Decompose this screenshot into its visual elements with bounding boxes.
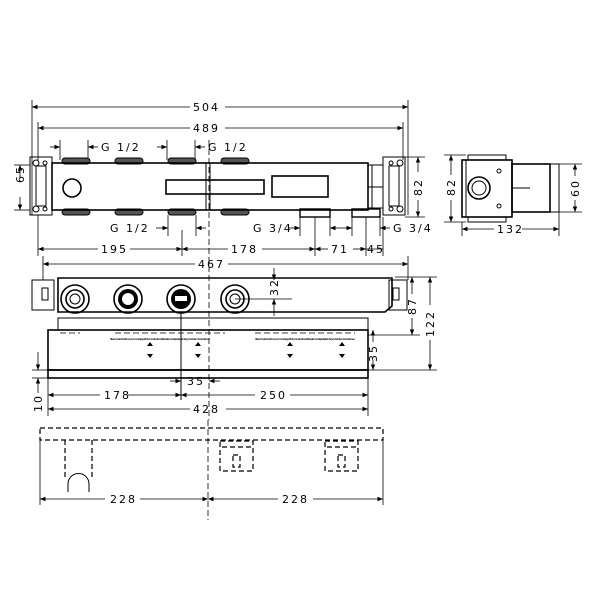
thread-label: G 3/4 xyxy=(393,222,433,235)
dim-label: 250 xyxy=(260,389,287,402)
dim-label: 87 xyxy=(406,297,419,315)
dim-label: 504 xyxy=(193,101,220,114)
outlet-3 xyxy=(166,284,196,314)
dim-504: 504 xyxy=(32,101,408,114)
dim-label: 60 xyxy=(569,179,582,197)
outlet-1 xyxy=(60,284,90,314)
dim-label: 122 xyxy=(424,310,437,337)
thread-label: G 1/2 xyxy=(208,141,248,154)
finished-wall-label: Fliesenoberkante / Face avant du carrela… xyxy=(60,332,355,358)
thread-label: G 1/2 xyxy=(110,222,150,235)
thread-label: G 3/4 xyxy=(253,222,293,235)
dim-label: 35 xyxy=(187,375,205,388)
dim-label: 132 xyxy=(497,223,524,236)
outlet-2 xyxy=(113,284,143,314)
top-view: 504 489 G 1/2 G 1/2 xyxy=(14,100,433,256)
thread-label: G 1/2 xyxy=(101,141,141,154)
dim-label: 65 xyxy=(14,165,27,183)
dim-489: 489 xyxy=(38,122,403,135)
dim-label: 228 xyxy=(110,493,137,506)
dim-label: 467 xyxy=(198,258,225,271)
dim-label: 71 xyxy=(331,243,349,256)
dim-label: 195 xyxy=(101,243,128,256)
dim-label: 32 xyxy=(268,278,281,296)
dim-label: 428 xyxy=(193,403,220,416)
label-text: Fliesenoberkante / Face avant du carrela… xyxy=(255,337,355,341)
right-bracket xyxy=(382,156,406,216)
dim-label: 489 xyxy=(193,122,220,135)
dim-82: 82 xyxy=(405,156,425,218)
dim-label: 178 xyxy=(231,243,258,256)
dim-label: 228 xyxy=(282,493,309,506)
knob-icon xyxy=(62,178,82,198)
dim-label: 82 xyxy=(445,178,458,196)
dim-label: 178 xyxy=(104,389,131,402)
dim-label: 45 xyxy=(367,243,385,256)
side-view: 82 60 132 xyxy=(444,154,582,236)
left-bracket xyxy=(29,156,53,216)
dim-65: 65 xyxy=(14,164,30,211)
bottom-view: 228 228 xyxy=(39,420,384,520)
label-text: Fliesenoberkante / Face avant du carrela… xyxy=(110,337,210,341)
dim-label: 82 xyxy=(412,178,425,196)
front-view: 467 32 Fliesenoberkante / Face avant du … xyxy=(31,256,437,416)
dim-label: 35 xyxy=(367,344,380,362)
dim-label: 10 xyxy=(32,394,45,412)
